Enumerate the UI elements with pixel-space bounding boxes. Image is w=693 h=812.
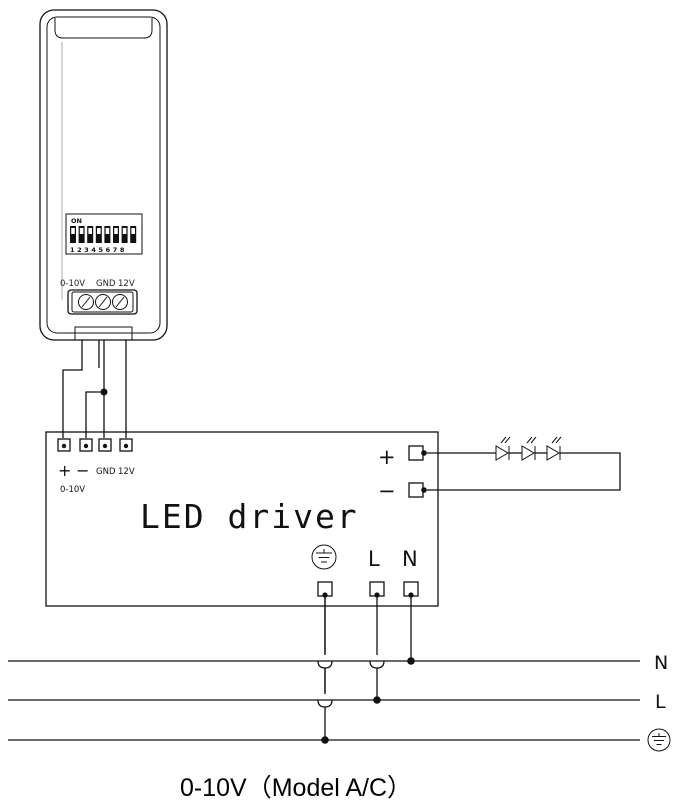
dip-switch-key	[104, 226, 111, 243]
dip-switch-key	[78, 226, 85, 243]
junction-dot	[321, 736, 329, 744]
control-wires	[62, 340, 127, 438]
controller-device: ON 12345678 0-10V GND 12V	[39, 9, 168, 341]
diagram-caption: 0-10V（Model A/C）	[180, 774, 412, 802]
dip-switch-key	[121, 226, 128, 243]
mains-line-label-l: L	[655, 691, 666, 713]
controller-terminal-label-0-10v: 0-10V	[60, 279, 85, 289]
junction-dot	[100, 388, 108, 396]
driver-title: LED driver	[140, 497, 359, 536]
led-icon	[521, 436, 537, 461]
controller-terminal-label-12v: 12V	[118, 279, 135, 289]
screw-icon	[95, 294, 111, 310]
mains-label-l: L	[368, 547, 380, 571]
dip-switch-lever	[122, 228, 127, 234]
junction-dot	[373, 696, 381, 704]
output-minus-label: −	[378, 479, 396, 503]
mains-label-n: N	[402, 547, 418, 571]
dip-switch-lever	[79, 228, 84, 234]
input-12v-label: 12V	[118, 467, 135, 477]
dip-switch-key	[113, 226, 119, 243]
mains-line-label-n: N	[654, 652, 668, 674]
earth-icon	[311, 544, 337, 570]
led-driver: + − GND 12V 0-10V LED driver + − L N	[45, 431, 439, 607]
dip-switch-lever	[88, 228, 92, 234]
mains-wiring: N L	[8, 596, 671, 752]
dip-number-labels: 12345678	[70, 246, 127, 254]
input-plus-label: +	[58, 461, 71, 480]
dip-switch: ON 12345678	[65, 213, 143, 255]
input-range-label: 0-10V	[60, 485, 85, 495]
input-minus-label: −	[76, 461, 89, 480]
controller-screw-terminals	[67, 289, 138, 315]
screw-icon	[78, 294, 94, 310]
dip-switch-lever	[131, 228, 135, 234]
led-string	[427, 436, 621, 491]
dip-switch-lever	[97, 228, 101, 234]
dip-on-label: ON	[71, 217, 82, 225]
dip-switch-key	[70, 226, 76, 243]
led-icon	[546, 436, 562, 461]
dip-switch-lever	[71, 228, 75, 234]
led-icon	[495, 436, 511, 461]
controller-terminal-label-gnd: GND	[96, 279, 116, 289]
dip-switch-lever	[114, 228, 118, 234]
screw-icon	[112, 294, 128, 310]
dip-switch-lever	[105, 228, 110, 234]
output-plus-label: +	[378, 445, 396, 469]
earth-icon	[647, 728, 671, 752]
junction-dot	[407, 657, 415, 665]
dip-switch-key	[130, 226, 137, 243]
dip-switch-key	[95, 226, 102, 243]
input-gnd-label: GND	[96, 467, 116, 477]
dip-switch-key	[87, 226, 94, 243]
